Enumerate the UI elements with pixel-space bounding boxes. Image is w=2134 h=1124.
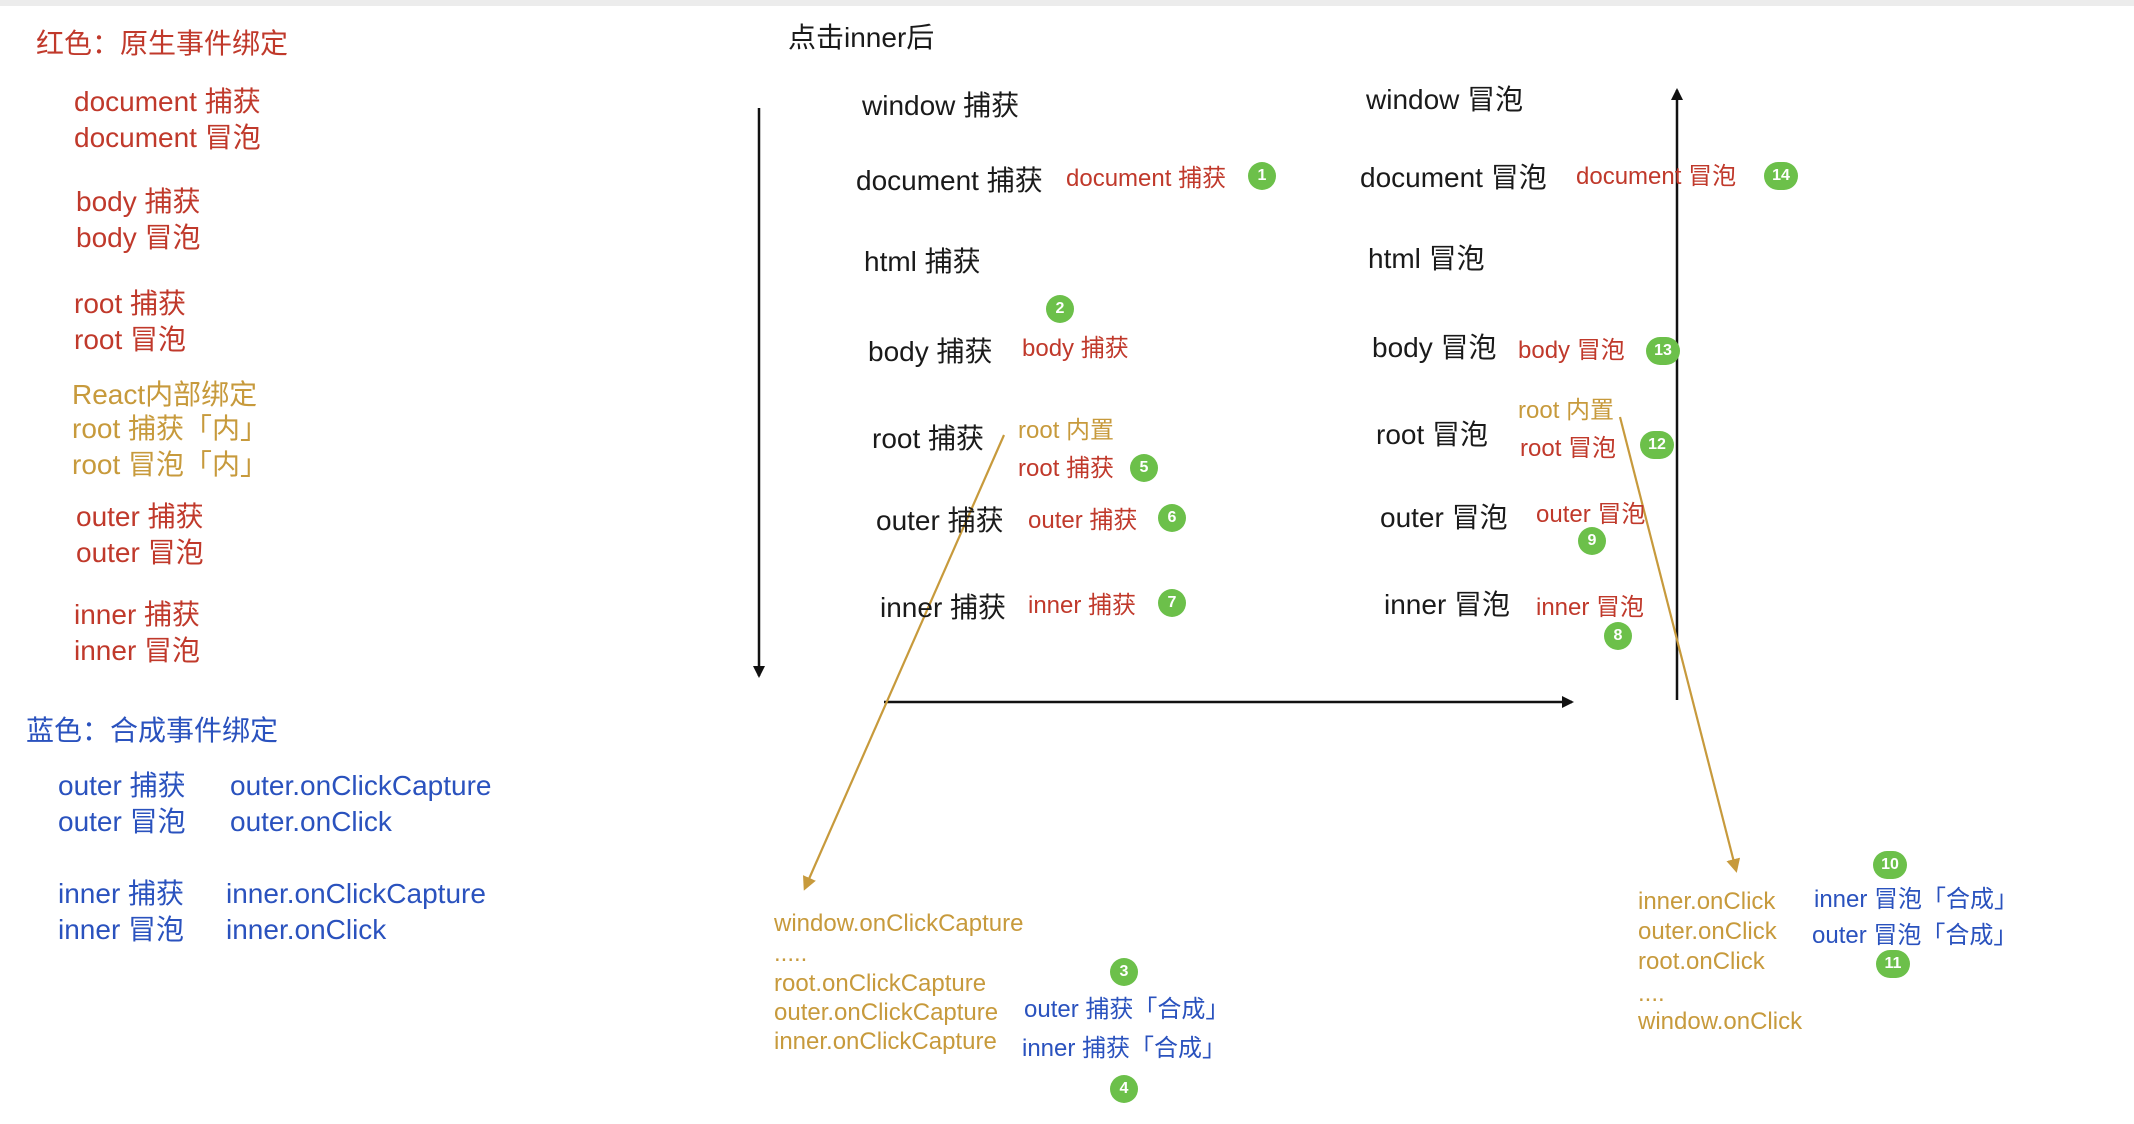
- step-badge: 5: [1130, 454, 1158, 482]
- bubble-list-item: ....: [1638, 980, 1665, 1007]
- top-divider: [0, 0, 2134, 6]
- capture-node: window 捕获: [862, 90, 1020, 121]
- capture-note-root-internal: root 内置: [1018, 417, 1115, 444]
- capture-list-item: root.onClickCapture: [774, 970, 987, 997]
- capture-note-body: body 捕获: [1022, 335, 1129, 362]
- bubble-note-document: document 冒泡: [1576, 163, 1737, 190]
- capture-list-item: .....: [774, 940, 808, 967]
- legend-red-item: inner 捕获: [74, 599, 201, 630]
- legend-blue-event: inner 冒泡: [58, 914, 185, 945]
- capture-note-root: root 捕获: [1018, 455, 1115, 482]
- legend-react-item: root 冒泡「内」: [72, 449, 269, 480]
- bubble-note-outer: outer 冒泡: [1536, 501, 1646, 528]
- bubble-synthetic-item: outer 冒泡「合成」: [1812, 922, 2018, 949]
- legend-red-title: 红色：原生事件绑定: [36, 28, 289, 59]
- bubble-node: html 冒泡: [1368, 243, 1485, 274]
- bubble-list-item: root.onClick: [1638, 948, 1765, 975]
- legend-red-item: outer 捕获: [76, 501, 204, 532]
- legend-blue-handler: outer.onClickCapture: [230, 770, 492, 801]
- step-badge: 7: [1158, 589, 1186, 617]
- legend-red-item: body 捕获: [76, 186, 201, 217]
- capture-node: document 捕获: [856, 165, 1043, 196]
- legend-red-item: body 冒泡: [76, 222, 201, 253]
- capture-synthetic-item: inner 捕获「合成」: [1022, 1035, 1227, 1062]
- capture-list-item: inner.onClickCapture: [774, 1028, 997, 1055]
- bubble-node: document 冒泡: [1360, 162, 1547, 193]
- capture-node: outer 捕获: [876, 505, 1004, 536]
- capture-note-document: document 捕获: [1066, 165, 1227, 192]
- legend-blue-event: outer 捕获: [58, 770, 186, 801]
- bubble-note-root-internal: root 内置: [1518, 397, 1615, 424]
- bubble-note-inner: inner 冒泡: [1536, 594, 1645, 621]
- capture-note-outer: outer 捕获: [1028, 507, 1138, 534]
- step-badge: 11: [1876, 950, 1910, 978]
- legend-red-item: outer 冒泡: [76, 537, 204, 568]
- bubble-node: inner 冒泡: [1384, 589, 1511, 620]
- legend-react-item: root 捕获「内」: [72, 413, 269, 444]
- step-badge: 13: [1646, 337, 1680, 365]
- legend-blue-event: outer 冒泡: [58, 806, 186, 837]
- step-badge: 4: [1110, 1075, 1138, 1103]
- capture-note-inner: inner 捕获: [1028, 592, 1137, 619]
- bubble-node: body 冒泡: [1372, 332, 1497, 363]
- capture-node: inner 捕获: [880, 592, 1007, 623]
- bubble-list-item: window.onClick: [1638, 1008, 1803, 1035]
- diagram-title: 点击inner后: [788, 22, 935, 53]
- step-badge: 9: [1578, 527, 1606, 555]
- capture-node: html 捕获: [864, 246, 981, 277]
- step-badge: 2: [1046, 295, 1074, 323]
- bubble-list-item: inner.onClick: [1638, 888, 1776, 915]
- step-badge: 10: [1873, 851, 1907, 879]
- bubble-note-body: body 冒泡: [1518, 337, 1625, 364]
- bubble-synthetic-item: inner 冒泡「合成」: [1814, 886, 2019, 913]
- step-badge: 6: [1158, 504, 1186, 532]
- capture-node: root 捕获: [872, 423, 985, 454]
- legend-blue-handler: inner.onClickCapture: [226, 878, 486, 909]
- step-badge: 14: [1764, 162, 1798, 190]
- legend-red-item: inner 冒泡: [74, 635, 201, 666]
- bubble-node: window 冒泡: [1366, 84, 1524, 115]
- legend-blue-event: inner 捕获: [58, 878, 185, 909]
- legend-blue-handler: outer.onClick: [230, 806, 392, 837]
- capture-synthetic-item: outer 捕获「合成」: [1024, 996, 1230, 1023]
- step-badge: 8: [1604, 622, 1632, 650]
- legend-blue-title: 蓝色：合成事件绑定: [26, 715, 279, 746]
- step-badge: 3: [1110, 958, 1138, 986]
- bubble-list-item: outer.onClick: [1638, 918, 1777, 945]
- legend-react-title: React内部绑定: [72, 379, 258, 410]
- legend-red-item: root 捕获: [74, 288, 187, 319]
- legend-blue-handler: inner.onClick: [226, 914, 387, 945]
- step-badge: 12: [1640, 431, 1674, 459]
- bubble-internal-arrow: [1618, 416, 1741, 873]
- bubble-note-root: root 冒泡: [1520, 435, 1617, 462]
- capture-list-item: outer.onClickCapture: [774, 999, 999, 1026]
- legend-red-item: root 冒泡: [74, 324, 187, 355]
- capture-node: body 捕获: [868, 336, 993, 367]
- bubble-node: root 冒泡: [1376, 419, 1489, 450]
- legend-red-item: document 冒泡: [74, 122, 261, 153]
- bubble-node: outer 冒泡: [1380, 502, 1508, 533]
- capture-list-item: window.onClickCapture: [774, 910, 1024, 937]
- step-badge: 1: [1248, 162, 1276, 190]
- legend-red-item: document 捕获: [74, 86, 261, 117]
- capture-internal-arrow: [803, 434, 1006, 891]
